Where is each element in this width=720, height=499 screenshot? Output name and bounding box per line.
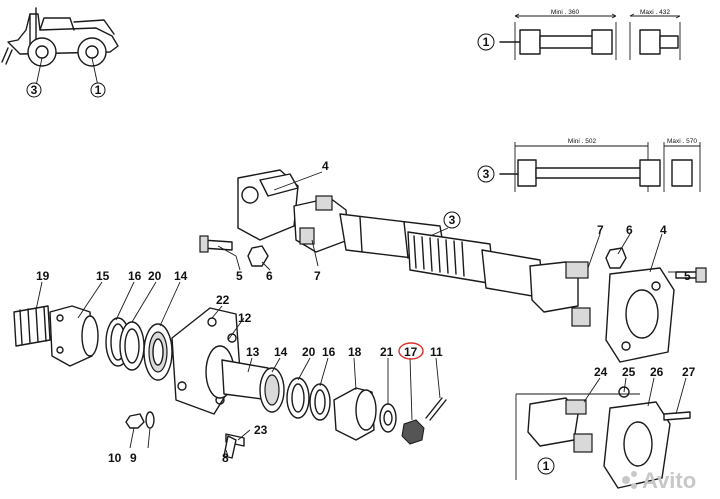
callout-10: 10 [108,451,122,465]
vehicle-rear-axle-marker [26,82,42,98]
callout-4-right: 4 [660,223,667,237]
callout-17: 17 [404,345,418,359]
callout-8: 8 [222,451,229,465]
vehicle-marker-3: 3 [31,83,38,97]
callout-14-mid: 14 [274,345,288,359]
avito-watermark: Avito [622,468,696,493]
shaft-ref-circle-3 [443,211,461,229]
callout-7-left: 7 [314,269,321,283]
callout-6-left: 6 [266,269,273,283]
callout-4-top: 4 [322,159,329,173]
callout-18: 18 [348,345,362,359]
highlight-ring-17 [398,342,424,360]
callout-13: 13 [246,345,260,359]
long-shaft-dimension-detail: Mini . 502 Maxi . 570 3 [477,138,701,192]
vehicle-marker-1: 1 [95,83,102,97]
callout-3-mid: 3 [449,213,456,227]
callout-labels: 4 5 6 7 3 7 6 4 5 19 15 16 20 14 22 12 1… [36,159,696,475]
callout-9: 9 [130,451,137,465]
short-shaft-maxi-label: Maxi . 432 [640,9,670,16]
callout-19: 19 [36,269,50,283]
callout-26: 26 [650,365,664,379]
joint-detail-lower-right [515,386,691,489]
callout-12: 12 [238,311,252,325]
callout-7-right: 7 [597,223,604,237]
joint-ref-circle-1 [537,457,555,475]
vehicle-front-axle-marker [90,82,106,98]
callout-16-left: 16 [128,269,142,283]
callout-21: 21 [380,345,394,359]
long-shaft-maxi-label: Maxi . 570 [667,138,697,145]
short-shaft-dimension-detail: Mini . 360 Maxi . 432 1 [477,9,681,60]
callout-24: 24 [594,365,608,379]
short-shaft-mini-label: Mini . 360 [551,9,580,16]
callout-1-bottom: 1 [543,459,550,473]
callout-5-left: 5 [236,269,243,283]
short-shaft-ref-circle [477,33,495,51]
callout-15: 15 [96,269,110,283]
callout-20-mid: 20 [302,345,316,359]
short-shaft-ref-1: 1 [483,35,490,49]
long-shaft-ref-circle [477,165,495,183]
callout-22: 22 [216,293,230,307]
vehicle-thumbnail: 3 1 [1,7,119,98]
callout-27: 27 [682,365,696,379]
watermark-text: Avito [642,468,696,493]
callout-14-left: 14 [174,269,188,283]
long-shaft-mini-label: Mini . 502 [568,138,597,145]
callout-11: 11 [430,345,443,359]
long-shaft-ref-3: 3 [483,167,490,181]
leader-lines [35,171,687,457]
callout-6-right: 6 [626,223,633,237]
upper-fasteners [199,235,707,283]
callout-16-mid: 16 [322,345,336,359]
lower-exploded-parts [13,305,447,459]
callout-20-left: 20 [148,269,162,283]
callout-25: 25 [622,365,636,379]
callout-23: 23 [254,423,268,437]
callout-5-right: 5 [684,269,691,283]
drive-shaft-assembly [237,169,675,363]
